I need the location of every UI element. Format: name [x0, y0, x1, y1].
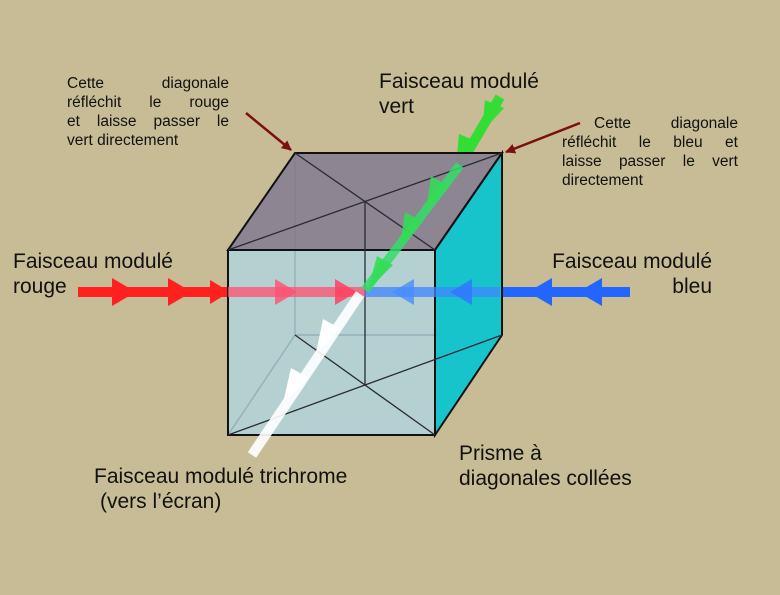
blue-diagonal-note: Cette diagonale réfléchit le bleu et lai… [562, 115, 738, 189]
beams-inside-prism [228, 162, 500, 305]
red-beam-label: Faisceau modulé rouge [13, 250, 173, 298]
white-arrow-icon [283, 368, 309, 403]
red-arrow-icon [335, 279, 357, 305]
green-arrow-icon [400, 212, 423, 246]
red-beam [78, 278, 230, 306]
output-beam-label: Faisceau modulé trichrome (vers l’écran) [94, 465, 348, 513]
green-arrow-icon [482, 100, 504, 132]
prism-label: Prisme à diagonales collées [459, 442, 632, 490]
pointer-arrow-icon [505, 121, 581, 154]
red-diagonal-note: Cette diagonale réfléchit le rouge et la… [67, 75, 229, 149]
blue-arrow-icon [528, 278, 552, 306]
red-arrow-icon [168, 278, 192, 306]
green-arrow-icon [368, 256, 393, 290]
red-arrow-icon [210, 280, 230, 304]
blue-arrow-icon [578, 278, 602, 306]
blue-arrow-icon [450, 279, 472, 305]
blue-beam-label: Faisceau modulé bleu [552, 250, 712, 298]
red-arrow-icon [275, 279, 297, 305]
red-arrow-icon [112, 278, 136, 306]
green-beam-label: Faisceau modulé vert [379, 70, 539, 118]
pointer-arrow-icon [245, 112, 292, 151]
blue-arrow-icon [392, 279, 414, 305]
green-arrow-icon [426, 176, 449, 210]
output-beam [247, 291, 365, 458]
white-arrow-icon [316, 319, 341, 353]
